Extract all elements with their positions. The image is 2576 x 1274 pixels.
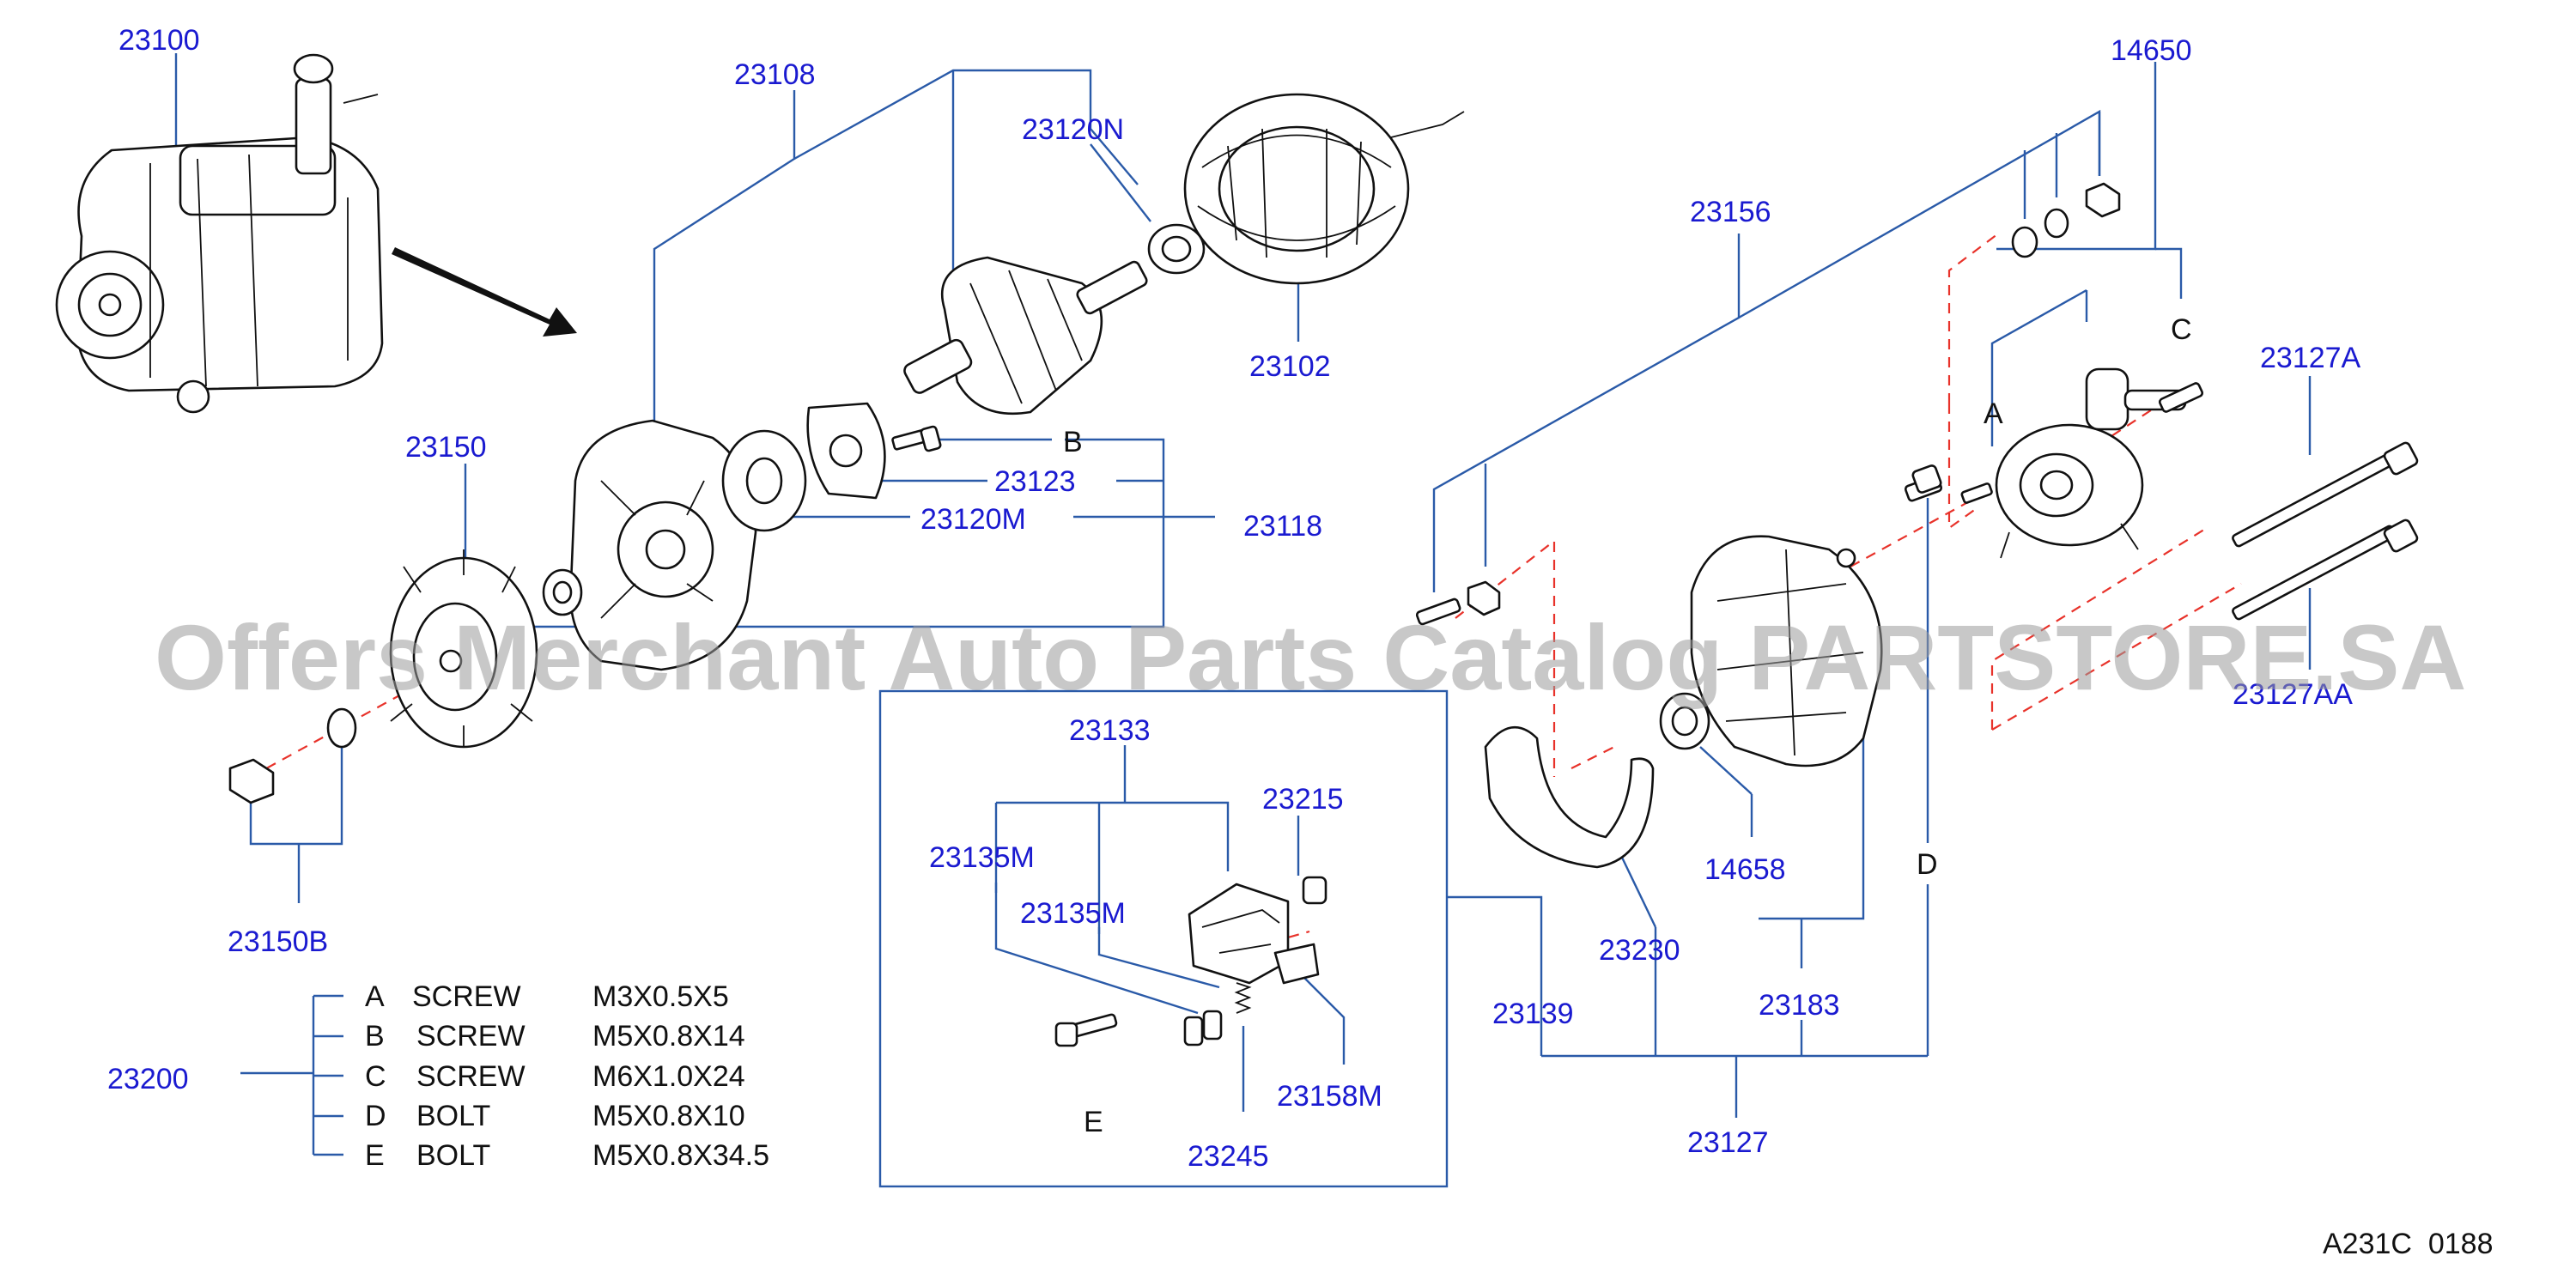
legend-row-e: E BOLT M5X0.8X34.5 — [365, 1139, 769, 1172]
label-23183[interactable]: 23183 — [1759, 989, 1840, 1022]
label-23158M[interactable]: 23158M — [1277, 1080, 1382, 1113]
callout-letters: B A C D E — [1063, 313, 2192, 1138]
label-23150[interactable]: 23150 — [405, 431, 487, 464]
svg-text:E: E — [365, 1139, 385, 1172]
label-23245[interactable]: 23245 — [1188, 1140, 1269, 1173]
brush-23215 — [1302, 876, 1327, 905]
label-23215[interactable]: 23215 — [1262, 783, 1344, 816]
svg-text:M3X0.5X5: M3X0.5X5 — [592, 980, 729, 1013]
front-bearing-23120M — [721, 429, 807, 532]
callout-e: E — [1084, 1106, 1103, 1138]
label-23133[interactable]: 23133 — [1069, 714, 1151, 747]
svg-text:SCREW: SCREW — [416, 1060, 526, 1093]
label-23102[interactable]: 23102 — [1249, 350, 1331, 383]
label-23150B[interactable]: 23150B — [228, 925, 328, 958]
label-23127A[interactable]: 23127A — [2260, 342, 2361, 374]
label-23139[interactable]: 23139 — [1492, 998, 1574, 1030]
label-23118[interactable]: 23118 — [1243, 510, 1322, 543]
svg-text:A: A — [365, 980, 385, 1013]
label-23100[interactable]: 23100 — [118, 24, 200, 57]
pulley-fan-23150 — [389, 549, 538, 749]
svg-text:SCREW: SCREW — [416, 1020, 526, 1053]
through-bolt-23127A — [2232, 441, 2419, 548]
svg-text:M5X0.8X10: M5X0.8X10 — [592, 1100, 745, 1132]
callout-c: C — [2171, 313, 2192, 346]
callout-b: B — [1063, 426, 1083, 458]
alternator-assembly-23100 — [55, 53, 384, 414]
label-23123[interactable]: 23123 — [994, 465, 1076, 498]
part-number-labels: 23100 23108 23120N 23102 14650 23156 231… — [107, 24, 2361, 1173]
label-23120N[interactable]: 23120N — [1022, 113, 1124, 146]
label-23230[interactable]: 23230 — [1599, 934, 1680, 967]
diagram-code: A231C 0188 — [2323, 1228, 2494, 1260]
legend-row-c: C SCREW M6X1.0X24 — [365, 1060, 745, 1093]
svg-text:M6X1.0X24: M6X1.0X24 — [592, 1060, 745, 1093]
label-23200[interactable]: 23200 — [107, 1063, 189, 1095]
rear-bolt-and-nut — [1415, 580, 1501, 626]
svg-text:BOLT: BOLT — [416, 1139, 490, 1172]
label-23135M-a[interactable]: 23135M — [929, 841, 1035, 874]
hardware-legend: A SCREW M3X0.5X5 B SCREW M5X0.8X14 C SCR… — [365, 980, 769, 1172]
label-14658[interactable]: 14658 — [1704, 853, 1786, 886]
seal-washers — [2011, 182, 2121, 258]
spacer-collar — [542, 568, 583, 616]
nut-and-washer-23150B — [228, 707, 357, 804]
stator-23102 — [1183, 93, 1465, 285]
leader-lines — [174, 53, 2312, 1188]
label-23156[interactable]: 23156 — [1690, 196, 1771, 228]
legend-row-d: D BOLT M5X0.8X10 — [365, 1100, 745, 1132]
oil-seal-14658 — [1659, 692, 1710, 750]
label-23108[interactable]: 23108 — [734, 58, 816, 91]
front-housing — [569, 419, 757, 671]
brush-set-23135M — [1183, 1010, 1223, 1046]
rear-housing — [1690, 535, 1883, 767]
screw-a — [1960, 482, 1993, 504]
screw-c — [2158, 382, 2204, 413]
callout-d: D — [1917, 848, 1938, 881]
screw-b — [891, 425, 942, 452]
through-bolt-23127AA — [2232, 519, 2419, 621]
svg-text:BOLT: BOLT — [416, 1100, 490, 1132]
bolt-d — [1904, 464, 1943, 502]
svg-text:D: D — [365, 1100, 386, 1132]
label-23127[interactable]: 23127 — [1687, 1126, 1769, 1159]
spring-23245 — [1234, 982, 1252, 1014]
watermark: Offers Merchant Auto Parts Catalog PARTS… — [155, 605, 2466, 709]
legend-row-b: B SCREW M5X0.8X14 — [365, 1020, 745, 1053]
svg-text:SCREW: SCREW — [412, 980, 521, 1013]
label-23120M[interactable]: 23120M — [920, 503, 1026, 536]
rotor-23108 — [903, 223, 1206, 416]
direction-arrow — [392, 247, 577, 337]
label-23135M-b[interactable]: 23135M — [1020, 897, 1126, 930]
vacuum-pump-14650 — [1995, 367, 2187, 559]
regulator-23158M — [1188, 883, 1320, 985]
legend-row-a: A SCREW M3X0.5X5 — [365, 980, 729, 1013]
label-23127AA[interactable]: 23127AA — [2233, 678, 2353, 711]
svg-text:M5X0.8X34.5: M5X0.8X34.5 — [592, 1139, 769, 1172]
svg-text:M5X0.8X14: M5X0.8X14 — [592, 1020, 745, 1053]
label-14650[interactable]: 14650 — [2111, 34, 2192, 67]
bolt-e — [1054, 1013, 1118, 1047]
svg-text:B: B — [365, 1020, 385, 1053]
svg-text:C: C — [365, 1060, 386, 1093]
callout-a: A — [1984, 397, 2003, 430]
bearing-retainer-23123 — [806, 402, 886, 500]
rear-cover-23230 — [1484, 725, 1655, 869]
